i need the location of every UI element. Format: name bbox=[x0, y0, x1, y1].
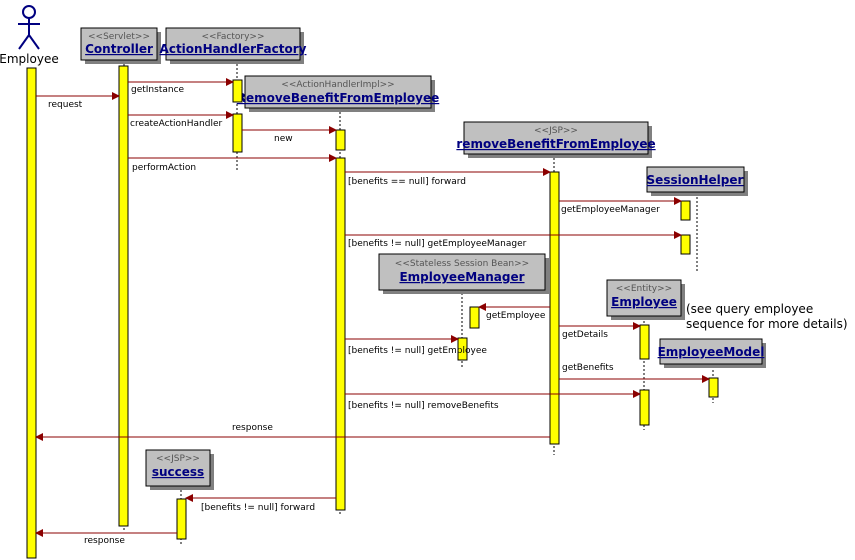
activation-controller bbox=[118, 65, 129, 527]
activation-jsp bbox=[549, 171, 560, 445]
activation-employee-1 bbox=[639, 324, 650, 360]
activation-success bbox=[176, 498, 187, 540]
message-response-from-success: response bbox=[35, 529, 177, 546]
object-success-jsp: <<JSP>> success bbox=[145, 449, 214, 490]
message-get-benefits: getBenefits bbox=[559, 363, 710, 383]
activation-factory-get-instance bbox=[232, 79, 243, 103]
activation-session-helper-1 bbox=[680, 200, 691, 221]
note-line-1: (see query employee bbox=[686, 302, 813, 316]
message-label: createActionHandler bbox=[130, 119, 222, 129]
activation-employee-manager-2 bbox=[457, 337, 468, 361]
object-employee-model: EmployeeModel bbox=[658, 338, 766, 368]
message-label: getInstance bbox=[131, 85, 185, 95]
object-remove-benefit-jsp: <<JSP>> removeBenefitFromEmployee bbox=[456, 121, 656, 158]
message-label: [benefits == null] forward bbox=[348, 177, 466, 187]
message-label: performAction bbox=[132, 163, 196, 173]
object-remove-benefit-handler: <<ActionHandlerImpl>> RemoveBenefitFromE… bbox=[237, 75, 440, 112]
message-label: [benefits != null] forward bbox=[201, 503, 315, 513]
message-label: new bbox=[274, 134, 293, 144]
activation-session-helper-2 bbox=[680, 234, 691, 255]
message-perform-action: performAction bbox=[128, 154, 337, 173]
activation-handler-new bbox=[335, 129, 346, 151]
object-session-helper: SessionHelper bbox=[646, 166, 748, 196]
message-label: getDetails bbox=[562, 330, 608, 340]
activation-employee-2 bbox=[639, 389, 650, 426]
message-benefits-null-forward: [benefits == null] forward bbox=[345, 168, 551, 187]
object-stereotype: <<ActionHandlerImpl>> bbox=[281, 80, 394, 90]
object-name: success bbox=[152, 465, 204, 479]
object-action-handler-factory: <<Factory>> ActionHandlerFactory bbox=[160, 27, 307, 64]
object-stereotype: <<JSP>> bbox=[534, 126, 578, 136]
object-employee-manager: <<Stateless Session Bean>> EmployeeManag… bbox=[378, 253, 549, 294]
object-name: RemoveBenefitFromEmployee bbox=[237, 91, 440, 105]
object-stereotype: <<Factory>> bbox=[201, 32, 264, 42]
message-get-employee-manager: getEmployeeManager bbox=[559, 197, 682, 215]
object-name: Employee bbox=[611, 295, 677, 309]
object-stereotype: <<JSP>> bbox=[156, 454, 200, 464]
activation-employee-model bbox=[708, 377, 719, 398]
activation-employee bbox=[26, 67, 37, 559]
message-label: [benefits != null] removeBenefits bbox=[348, 401, 499, 411]
message-label: response bbox=[84, 536, 125, 546]
message-benefits-not-null-forward: [benefits != null] forward bbox=[185, 494, 336, 513]
object-name: EmployeeModel bbox=[658, 345, 765, 359]
message-create-action-handler: createActionHandler bbox=[128, 111, 234, 129]
message-label: [benefits != null] getEmployee bbox=[348, 346, 487, 356]
actor-employee: Employee bbox=[0, 5, 59, 66]
object-employee: <<Entity>> Employee bbox=[606, 279, 685, 320]
message-benefits-not-null-get-employee: [benefits != null] getEmployee bbox=[345, 335, 487, 356]
message-response-to-employee: response bbox=[35, 423, 550, 441]
message-benefits-not-null-remove-benefits: [benefits != null] removeBenefits bbox=[345, 390, 641, 411]
object-name: EmployeeManager bbox=[399, 270, 524, 284]
message-request: request bbox=[36, 92, 120, 110]
object-name: ActionHandlerFactory bbox=[160, 42, 307, 56]
message-label: request bbox=[48, 100, 83, 110]
message-get-details: getDetails bbox=[559, 322, 641, 340]
message-get-instance: getInstance bbox=[128, 78, 234, 95]
actor-name: Employee bbox=[0, 52, 59, 66]
stick-figure-icon bbox=[18, 5, 40, 50]
message-label: getBenefits bbox=[562, 363, 614, 373]
message-label: getEmployee bbox=[486, 311, 546, 321]
message-benefits-not-null-get-employee-manager: [benefits != null] getEmployeeManager bbox=[345, 231, 682, 249]
activation-employee-manager-1 bbox=[469, 306, 480, 329]
message-label: response bbox=[232, 423, 273, 433]
message-get-employee: getEmployee bbox=[478, 303, 550, 321]
object-name: removeBenefitFromEmployee bbox=[456, 137, 655, 151]
message-label: getEmployeeManager bbox=[561, 205, 660, 215]
note-query-employee: (see query employee sequence for more de… bbox=[686, 302, 848, 331]
activation-handler-perform bbox=[335, 157, 346, 511]
message-label: [benefits != null] getEmployeeManager bbox=[348, 239, 527, 249]
object-stereotype: <<Servlet>> bbox=[88, 32, 150, 42]
object-name: Controller bbox=[85, 42, 153, 56]
activation-factory-create bbox=[232, 113, 243, 153]
object-stereotype: <<Stateless Session Bean>> bbox=[395, 259, 529, 269]
note-line-2: sequence for more details) bbox=[686, 317, 848, 331]
activations bbox=[26, 65, 719, 559]
object-name: SessionHelper bbox=[647, 173, 744, 187]
message-new: new bbox=[242, 126, 337, 144]
object-controller: <<Servlet>> Controller bbox=[80, 27, 161, 64]
object-stereotype: <<Entity>> bbox=[616, 284, 672, 294]
